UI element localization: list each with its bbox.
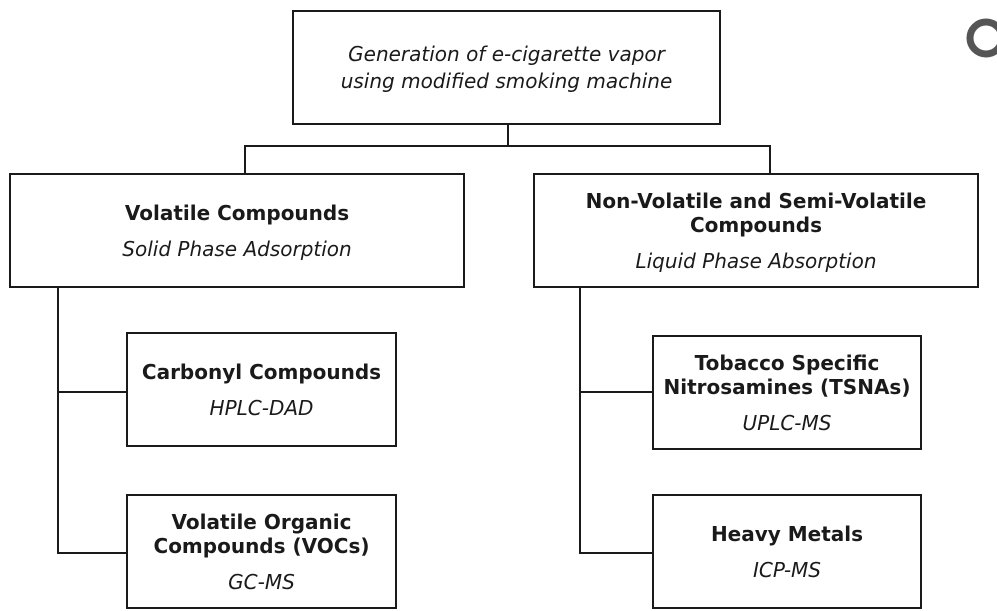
root-text-line1: Generation of e-cigarette vapor [348, 41, 665, 66]
connector-right-child1 [579, 391, 653, 393]
connector-left-child1 [57, 391, 127, 393]
vocs-title-line2: Compounds (VOCs) [153, 533, 370, 558]
connector-right-child2 [579, 552, 653, 554]
connector-left-child2 [57, 552, 127, 554]
root-node: Generation of e-cigarette vapor using mo… [292, 10, 721, 125]
tsnas-title-line2: Nitrosamines (TSNAs) [663, 374, 911, 399]
tsnas-title-line1: Tobacco Specific [694, 350, 880, 375]
heavy-metals-method: ICP-MS [753, 557, 821, 582]
vocs-method: GC-MS [228, 569, 295, 594]
tsnas-method: UPLC-MS [742, 410, 832, 435]
heavy-metals-title: Heavy Metals [710, 521, 864, 546]
vocs-node: Volatile Organic Compounds (VOCs) GC-MS [126, 494, 397, 609]
connector-left-branch [244, 145, 246, 174]
connector-left-trunk [57, 287, 59, 553]
connector-right-trunk [579, 287, 581, 553]
non-volatile-title-line1: Non-Volatile and Semi-Volatile [585, 188, 927, 213]
vocs-title-line1: Volatile Organic [171, 509, 352, 534]
volatile-compounds-title: Volatile Compounds [124, 200, 350, 225]
connector-top-horizontal [244, 145, 770, 147]
connector-right-branch [769, 145, 771, 174]
carbonyl-compounds-node: Carbonyl Compounds HPLC-DAD [126, 332, 397, 447]
non-volatile-title-line2: Compounds [689, 212, 822, 237]
root-text-line2: using modified smoking machine [340, 68, 673, 93]
carbonyl-compounds-title: Carbonyl Compounds [141, 359, 382, 384]
tsnas-node: Tobacco Specific Nitrosamines (TSNAs) UP… [652, 335, 922, 450]
partial-logo-icon [960, 16, 997, 60]
volatile-compounds-node: Volatile Compounds Solid Phase Adsorptio… [9, 173, 465, 288]
non-volatile-method: Liquid Phase Absorption [635, 248, 877, 273]
volatile-compounds-method: Solid Phase Adsorption [122, 236, 352, 261]
non-volatile-compounds-node: Non-Volatile and Semi-Volatile Compounds… [533, 173, 979, 288]
connector-root-down [507, 124, 509, 146]
heavy-metals-node: Heavy Metals ICP-MS [652, 494, 922, 609]
carbonyl-compounds-method: HPLC-DAD [209, 395, 314, 420]
